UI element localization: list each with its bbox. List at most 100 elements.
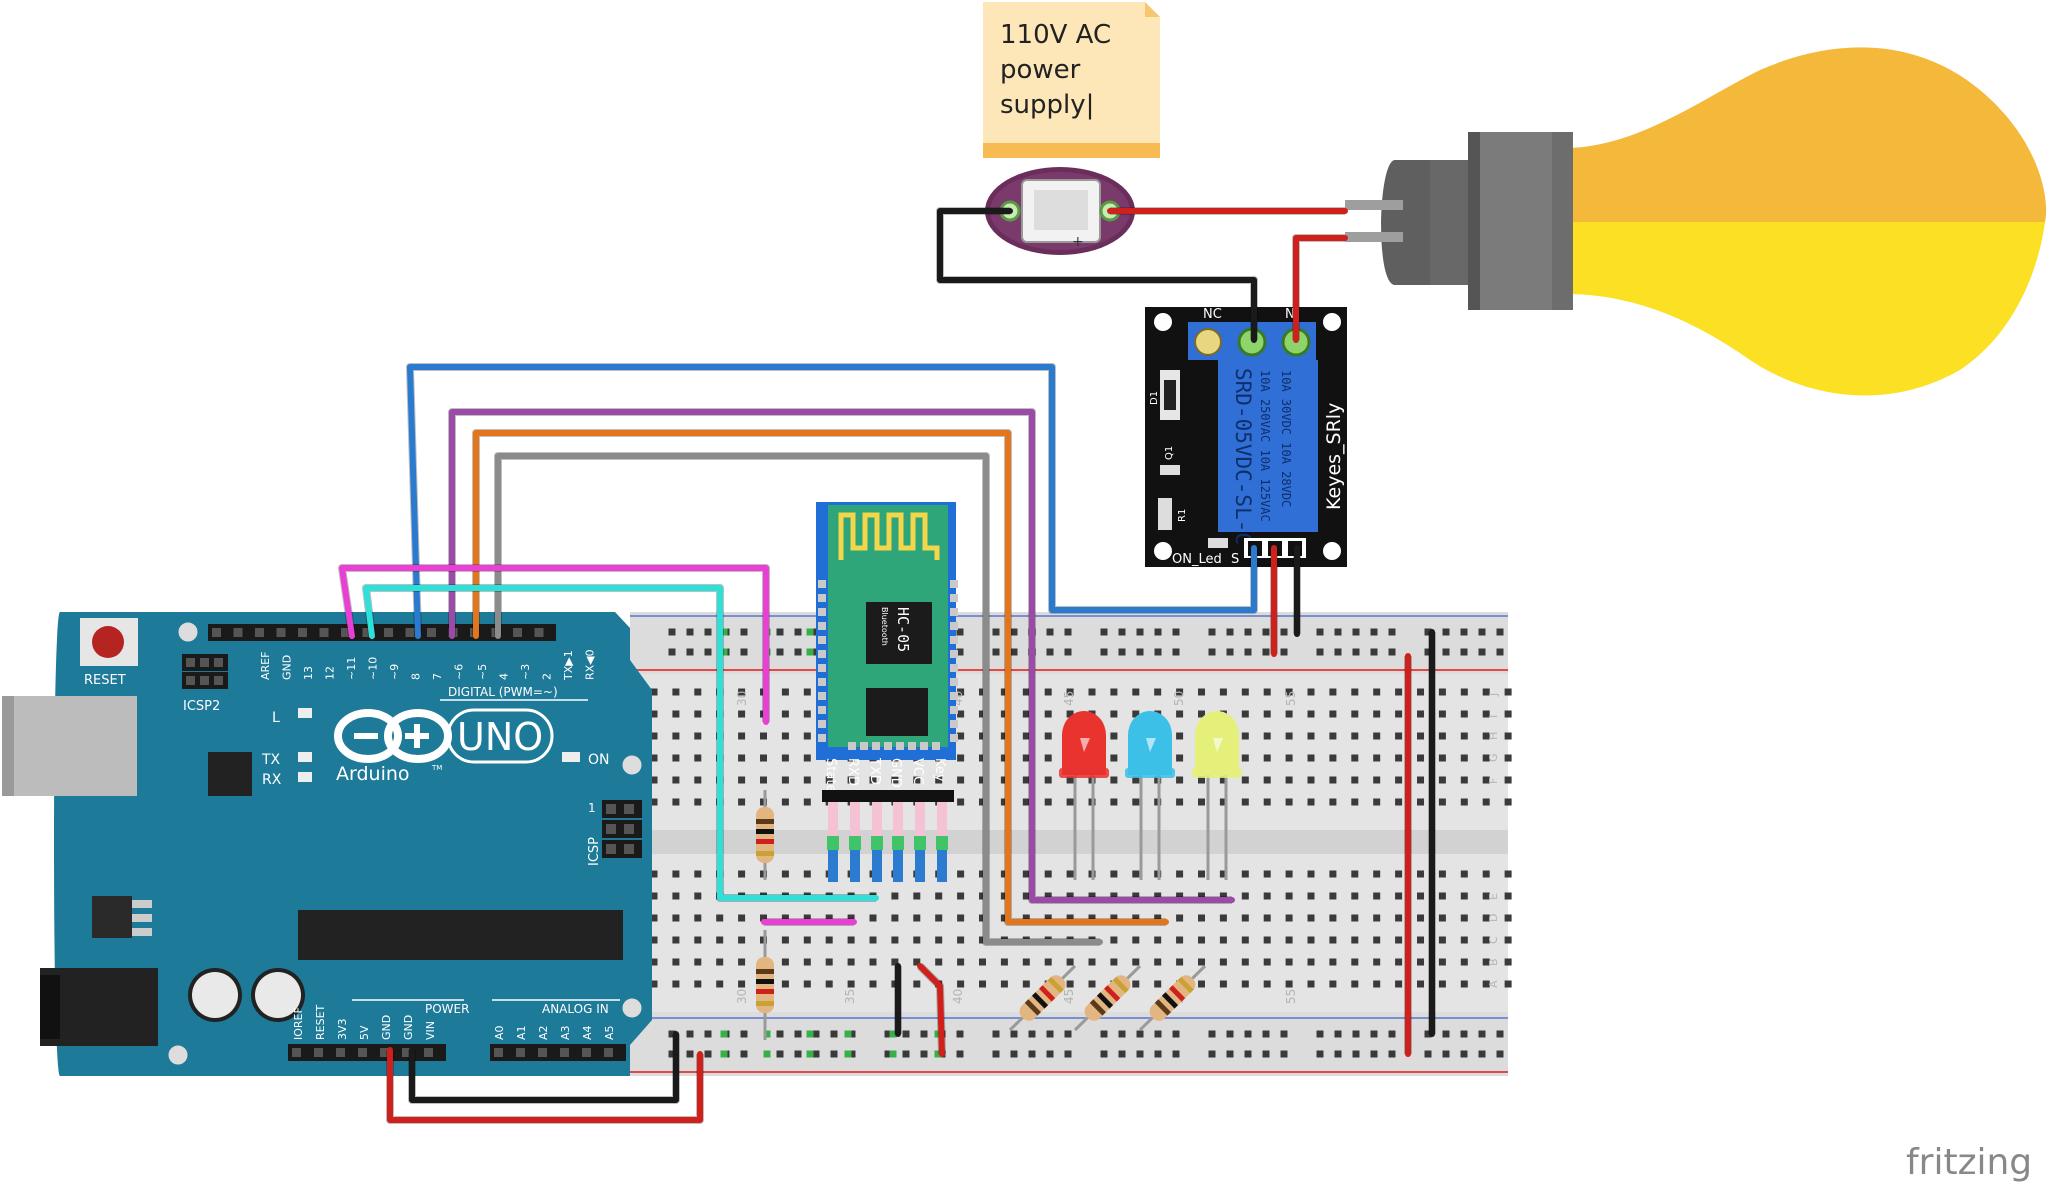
breadboard-row-label: F	[1487, 778, 1500, 784]
rail-hole	[920, 1050, 928, 1058]
breadboard-hole	[1460, 936, 1468, 944]
breadboard-hole	[1285, 732, 1293, 740]
breadboard-hole	[847, 776, 855, 784]
breadboard-hole	[694, 754, 702, 762]
hc05-pad	[950, 734, 958, 742]
active-hole	[806, 1030, 814, 1038]
breadboard-col-label-top: 30	[735, 691, 749, 706]
hc05-pin-label: GND	[888, 758, 903, 788]
breadboard-hole	[1044, 732, 1052, 740]
breadboard-hole	[1263, 936, 1271, 944]
breadboard-hole	[1504, 958, 1512, 966]
rail-hole	[794, 648, 802, 656]
breadboard-hole	[1438, 776, 1446, 784]
rail-hole	[1064, 1030, 1072, 1038]
resistor-band	[1096, 992, 1114, 1009]
arduino-power-label: POWER	[425, 1002, 469, 1016]
breadboard-hole	[1176, 776, 1184, 784]
breadboard-hole	[1395, 958, 1403, 966]
rail-hole	[1496, 628, 1504, 636]
resistor-band	[756, 851, 774, 856]
rail-hole	[1244, 648, 1252, 656]
breadboard-row-label: C	[1487, 936, 1500, 944]
rail-hole	[794, 628, 802, 636]
breadboard-hole	[1285, 688, 1293, 696]
led-yellow	[1192, 711, 1242, 880]
breadboard-hole	[957, 688, 965, 696]
active-hole	[934, 1050, 942, 1058]
header-pin	[424, 1048, 433, 1057]
breadboard-hole	[1241, 732, 1249, 740]
breadboard-hole	[1329, 870, 1337, 878]
breadboard-hole	[1438, 914, 1446, 922]
hc05-pin-leg	[872, 798, 882, 838]
rail-hole	[1388, 648, 1396, 656]
breadboard-hole	[1132, 892, 1140, 900]
breadboard-hole	[1482, 798, 1490, 806]
rail-hole	[668, 628, 676, 636]
breadboard-hole	[672, 776, 680, 784]
rail-hole	[686, 1030, 694, 1038]
breadboard-hole	[1307, 980, 1315, 988]
rail-hole	[1118, 648, 1126, 656]
breadboard-hole	[781, 958, 789, 966]
breadboard-hole	[1154, 892, 1162, 900]
rail-hole	[1010, 1050, 1018, 1058]
hc05-pin-leg-lower	[828, 848, 838, 882]
led-rim	[1125, 768, 1175, 778]
breadboard-hole	[1482, 870, 1490, 878]
breadboard-hole	[1110, 732, 1118, 740]
breadboard-hole	[1044, 710, 1052, 718]
resistor-band	[1031, 992, 1049, 1009]
breadboard-hole	[1263, 798, 1271, 806]
breadboard-hole	[672, 914, 680, 922]
analog-pin-label: A2	[537, 1025, 550, 1040]
breadboard-hole	[1307, 754, 1315, 762]
breadboard-hole	[738, 870, 746, 878]
hc05-pin-leg	[850, 798, 860, 838]
arduino-icsp2-label: ICSP2	[183, 699, 220, 714]
breadboard-hole	[1504, 936, 1512, 944]
breadboard-hole	[1066, 776, 1074, 784]
digital-pin-label: ~5	[476, 664, 489, 680]
rail-hole	[1352, 1050, 1360, 1058]
header-pin	[560, 1048, 569, 1057]
arduino-trademark: TM	[431, 764, 442, 772]
breadboard-hole	[1241, 914, 1249, 922]
rail-hole	[1226, 628, 1234, 636]
breadboard-hole	[1285, 798, 1293, 806]
hc05-pad	[818, 622, 826, 630]
breadboard-hole	[1000, 732, 1008, 740]
rail-hole	[1208, 628, 1216, 636]
header-pin	[604, 1048, 613, 1057]
breadboard-hole	[1482, 936, 1490, 944]
rail-hole	[1172, 648, 1180, 656]
breadboard-hole	[1000, 870, 1008, 878]
breadboard-hole	[1395, 914, 1403, 922]
breadboard-hole	[1022, 798, 1030, 806]
breadboard-hole	[1066, 798, 1074, 806]
breadboard-hole	[1482, 688, 1490, 696]
breadboard-hole	[1110, 936, 1118, 944]
hc05-pin-joint	[827, 836, 839, 850]
breadboard-hole	[1373, 798, 1381, 806]
led-rim	[1192, 768, 1242, 778]
hc05-pin-leg-lower	[850, 848, 860, 882]
hc05-pad	[818, 636, 826, 644]
breadboard-hole	[957, 892, 965, 900]
power-pin-label: 5V	[358, 1025, 371, 1040]
hc05-pad	[950, 678, 958, 686]
header-pin	[233, 628, 243, 637]
breadboard-hole	[1198, 958, 1205, 966]
breadboard-hole	[979, 798, 986, 806]
breadboard-hole	[1022, 980, 1030, 988]
breadboard-hole	[1351, 798, 1359, 806]
rail-hole	[1136, 1050, 1144, 1058]
breadboard-hole	[1263, 754, 1271, 762]
relay-nc-label: NC	[1203, 307, 1222, 322]
breadboard-holes	[650, 628, 1512, 1058]
breadboard-hole	[1154, 688, 1162, 696]
arduino-digital-label: DIGITAL (PWM=~)	[448, 685, 558, 699]
resistor	[756, 790, 774, 880]
breadboard-hole	[1000, 892, 1008, 900]
